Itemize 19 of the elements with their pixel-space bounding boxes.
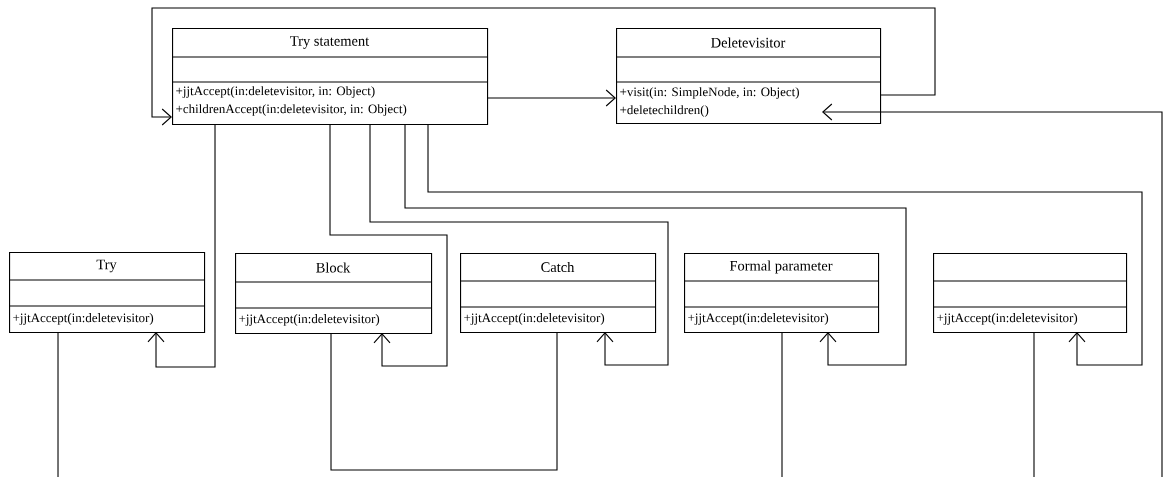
class-box: Try statement +jjtAccept(in:deletevisitor, in: Object) +childrenAccept(in:deletevisitor, in: Object) (171, 28, 489, 126)
arrow (822, 103, 1163, 477)
connector-line (781, 331, 783, 477)
connector-line (57, 331, 59, 477)
class-box: Deletevisitor +visit(in: SimpleNode, in: Object) +deletechildren() (615, 28, 882, 125)
arrow (147, 123, 216, 368)
arrow (369, 123, 669, 366)
arrow (404, 123, 907, 366)
arrow (427, 123, 1143, 366)
arrow (486, 89, 616, 107)
class-box: +jjtAccept(in:deletevisitor) (932, 253, 1128, 334)
connector-line (330, 331, 558, 471)
class-box: Formal parameter +jjtAccept(in:deletevisitor) (683, 253, 880, 334)
connector-line (1033, 331, 1035, 477)
arrow (151, 7, 936, 126)
arrow (329, 123, 448, 367)
class-box: Catch +jjtAccept(in:deletevisitor) (459, 253, 657, 334)
class-box: Try +jjtAccept(in:deletevisitor) (8, 252, 206, 334)
class-box: Block +jjtAccept(in:deletevisitor) (234, 253, 433, 335)
